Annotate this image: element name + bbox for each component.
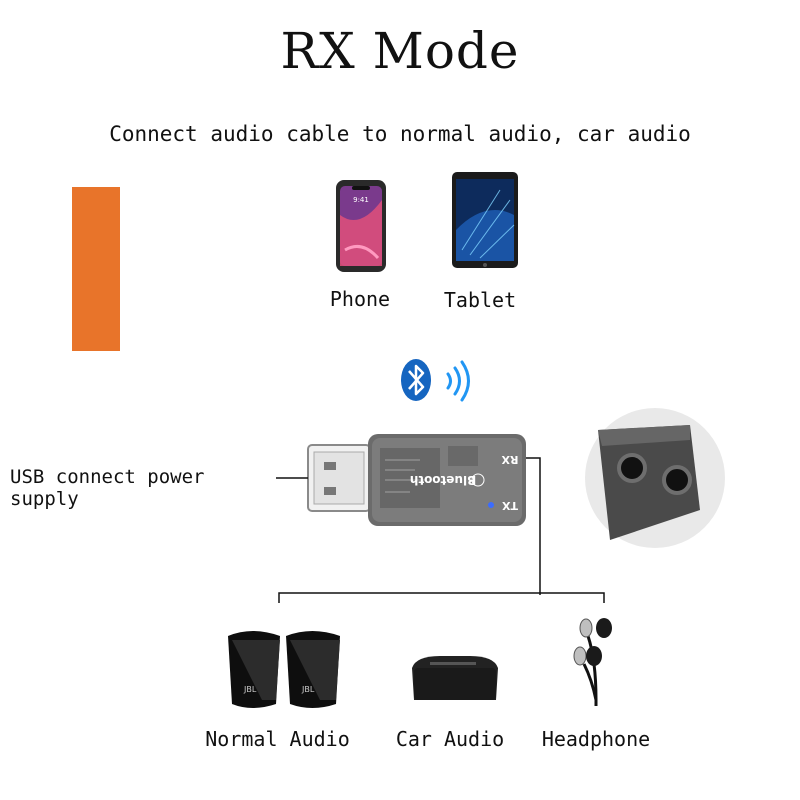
headphone-icon	[573, 618, 612, 706]
car-audio-label: Car Audio	[395, 727, 505, 751]
subtitle: Connect audio cable to normal audio, car…	[109, 122, 691, 146]
normal-audio-label: Normal Audio	[205, 727, 350, 751]
speakers-icon: JBL JBL	[228, 631, 340, 708]
signal-waves-icon	[446, 360, 470, 402]
connector-lines	[276, 457, 605, 603]
usb-power-label: USB connect power supply	[10, 466, 205, 510]
usb-connector	[307, 444, 371, 512]
tablet-label: Tablet	[443, 288, 517, 312]
svg-text:9:41: 9:41	[353, 196, 369, 204]
svg-text:JBL: JBL	[243, 685, 257, 694]
tablet-icon	[452, 172, 518, 268]
orange-block	[72, 187, 120, 351]
svg-text:JBL: JBL	[301, 685, 315, 694]
smartphone-icon: 9:41	[336, 180, 386, 272]
page-title: RX Mode	[280, 22, 520, 80]
bluetooth-adapter	[368, 434, 526, 526]
car-audio-icon	[412, 656, 498, 700]
headphone-label: Headphone	[541, 727, 651, 751]
adapter-brand-text: Bluetooth	[409, 473, 477, 487]
adapter-rx-label: RX	[501, 453, 519, 466]
bluetooth-icon	[401, 359, 431, 401]
phone-label: Phone	[329, 287, 391, 311]
port-closeup	[585, 408, 725, 548]
adapter-tx-label: TX	[502, 499, 518, 512]
